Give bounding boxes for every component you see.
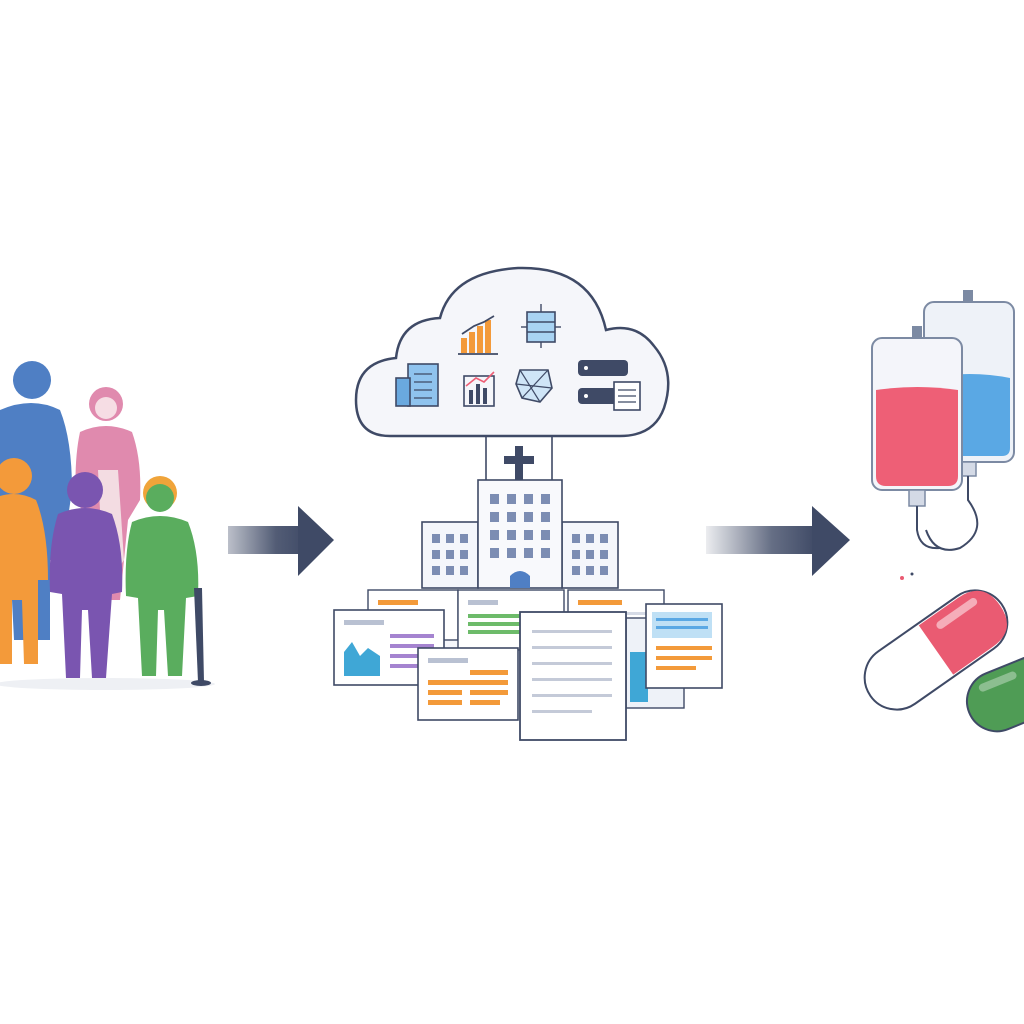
pill-capsule-icon: [863, 589, 1009, 711]
analytics-chart-icon: [463, 371, 495, 407]
hospital-building-icon: [421, 479, 619, 589]
network-node-icon: [515, 369, 553, 403]
patient-group-icon: [0, 361, 215, 690]
arrow-right-icon: [228, 506, 334, 576]
arrow-right-icon: [706, 506, 850, 576]
document-card: [645, 603, 723, 689]
building-report-icon: [395, 363, 439, 407]
document-card: [519, 611, 627, 741]
server-stack-icon: [578, 360, 641, 411]
medical-cross-icon: [504, 446, 534, 480]
person-green-figure: [125, 476, 211, 686]
bar-chart-icon: [458, 315, 498, 355]
person-purple-figure: [49, 472, 123, 678]
iv-bag-red-icon: [871, 326, 963, 550]
person-orange-figure: [0, 458, 48, 664]
network-database-icon: [521, 304, 561, 348]
pill-capsule-icon: [966, 651, 1024, 733]
document-card: [417, 647, 519, 721]
hospital-door: [510, 571, 530, 588]
treatment-icon: [863, 290, 1024, 733]
hospital-data-cloud-icon: [323, 266, 723, 741]
cloud-icon: [354, 266, 670, 438]
